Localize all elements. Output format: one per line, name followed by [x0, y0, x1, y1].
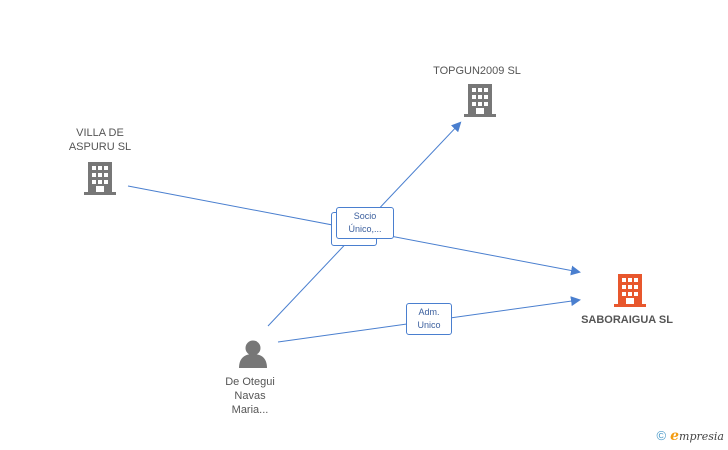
- person-label[interactable]: De Otegui Navas Maria...: [200, 375, 300, 417]
- person-label-line1: De Otegui: [225, 376, 275, 388]
- socio-edge-label[interactable]: Socio Único,...: [336, 207, 394, 239]
- adm-edge-label[interactable]: Adm. Unico: [406, 303, 452, 335]
- copyright-icon: ©: [656, 428, 667, 443]
- brand-name: mpresia: [679, 430, 724, 443]
- footer-brand[interactable]: ©empresia: [657, 428, 724, 444]
- socio-edge-label-line2: Único,...: [348, 224, 382, 234]
- person-label-line3: Maria...: [231, 404, 269, 416]
- adm-edge-label-line2: Unico: [417, 320, 441, 330]
- brand-initial: e: [670, 428, 680, 444]
- topgun-building-icon[interactable]: [464, 84, 496, 117]
- villa-building-icon[interactable]: [84, 162, 116, 195]
- brand-logo: empresia: [670, 428, 724, 444]
- topgun-label[interactable]: TOPGUN2009 SL: [433, 65, 521, 77]
- villa-label-line2: ASPURU SL: [68, 141, 132, 153]
- villa-label-line1: VILLA DE: [76, 127, 124, 139]
- saboraigua-label[interactable]: SABORAIGUA SL: [581, 314, 673, 326]
- saboraigua-building-icon[interactable]: [614, 274, 646, 307]
- person-label-line2: Navas: [234, 390, 266, 402]
- villa-label[interactable]: VILLA DE ASPURU SL: [50, 126, 150, 154]
- adm-edge-label-line1: Adm.: [418, 307, 440, 317]
- person-icon[interactable]: [239, 340, 267, 369]
- socio-edge-label-line1: Socio: [353, 211, 377, 221]
